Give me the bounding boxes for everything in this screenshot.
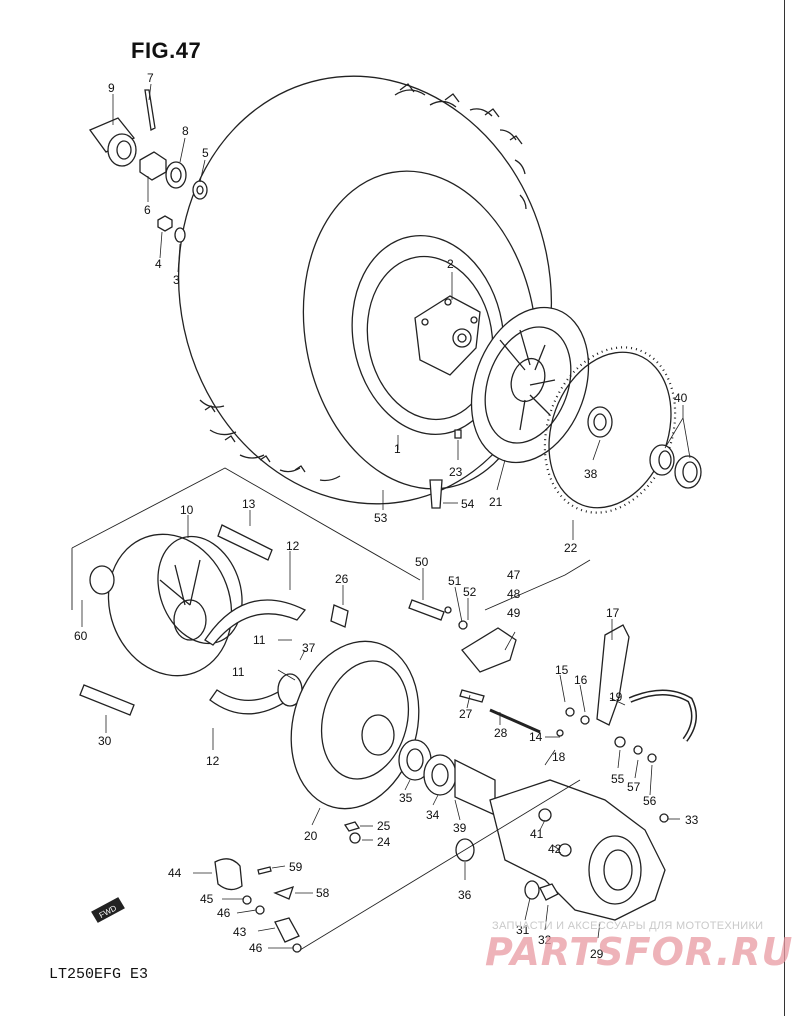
fwd-arrow-badge: FWD <box>91 897 125 923</box>
callout-33: 33 <box>685 813 699 827</box>
callout-9: 9 <box>108 81 115 95</box>
callout-12-upper: 12 <box>286 539 300 553</box>
callout-44: 44 <box>168 866 182 880</box>
callout-15: 15 <box>555 663 569 677</box>
callout-40: 40 <box>674 391 688 405</box>
callout-8: 8 <box>182 124 189 138</box>
wheel-hub-drawing <box>414 295 481 376</box>
callout-17: 17 <box>606 606 620 620</box>
callout-10: 10 <box>180 503 194 517</box>
callout-46-lower: 46 <box>249 941 263 955</box>
knuckle-drawing <box>489 779 666 921</box>
callout-54: 54 <box>461 497 475 511</box>
axle-nut-parts-drawing <box>88 89 208 243</box>
callout-7: 7 <box>147 71 154 85</box>
callout-37: 37 <box>302 641 316 655</box>
lever-and-hose-drawing <box>596 624 697 742</box>
callout-59: 59 <box>289 860 303 874</box>
callout-50: 50 <box>415 555 429 569</box>
callout-49: 49 <box>507 606 521 620</box>
callout-27: 27 <box>459 707 473 721</box>
callout-6: 6 <box>144 203 151 217</box>
bearings-drawing <box>649 444 702 489</box>
wheel-cover-drawing <box>470 306 590 464</box>
callout-58: 58 <box>316 886 330 900</box>
callout-3: 3 <box>173 273 180 287</box>
watermark-brand: PARTSFOR.RU <box>485 930 794 974</box>
callout-30: 30 <box>98 734 112 748</box>
valve-stem-drawing <box>429 429 462 509</box>
callout-42: 42 <box>548 842 562 856</box>
watermark-caption: ЗАПЧАСТИ И АКСЕССУАРЫ ДЛЯ МОТОТЕХНИКИ <box>492 920 764 932</box>
callout-12-lower: 12 <box>206 754 220 768</box>
page-edge-rule <box>784 0 785 1016</box>
callout-19: 19 <box>609 690 623 704</box>
callout-11-upper: 11 <box>253 633 266 647</box>
bracket-drawing <box>461 627 517 673</box>
small-hardware-drawing <box>214 606 669 953</box>
callout-47: 47 <box>507 568 521 582</box>
callout-35: 35 <box>399 791 413 805</box>
callout-36: 36 <box>458 888 472 902</box>
callout-25: 25 <box>377 819 391 833</box>
callout-16: 16 <box>574 673 588 687</box>
bolts-drawing <box>79 524 541 734</box>
model-code: LT250EFG E3 <box>49 966 149 983</box>
callout-52: 52 <box>463 585 477 599</box>
callout-34: 34 <box>426 808 440 822</box>
callout-28: 28 <box>494 726 508 740</box>
callout-24: 24 <box>377 835 391 849</box>
callout-60: 60 <box>74 629 88 643</box>
callout-23: 23 <box>449 465 463 479</box>
callout-38: 38 <box>584 467 598 481</box>
callout-22: 22 <box>564 541 578 555</box>
callout-2: 2 <box>447 257 454 271</box>
callout-4: 4 <box>155 257 162 271</box>
callout-13: 13 <box>242 497 256 511</box>
callout-20: 20 <box>304 829 318 843</box>
callout-41: 41 <box>530 827 544 841</box>
callout-51: 51 <box>448 574 462 588</box>
callout-14: 14 <box>529 730 543 744</box>
figure-title: FIG.47 <box>131 38 202 63</box>
callout-21: 21 <box>489 495 503 509</box>
callout-43: 43 <box>233 925 247 939</box>
assembly-group-lines <box>71 467 591 951</box>
callout-29: 29 <box>590 947 604 961</box>
axle-housing-drawing <box>398 739 496 817</box>
tire-drawing <box>177 75 553 505</box>
callout-55: 55 <box>611 772 625 786</box>
callout-18: 18 <box>552 750 566 764</box>
callout-5: 5 <box>202 146 209 160</box>
callout-39: 39 <box>453 821 467 835</box>
callout-11-lower: 11 <box>232 665 245 679</box>
callout-53: 53 <box>374 511 388 525</box>
leader-lines <box>81 83 691 949</box>
callout-1: 1 <box>394 442 401 456</box>
callout-labels: 9 7 8 5 6 4 3 2 1 40 38 23 21 54 53 22 1… <box>74 71 699 961</box>
callout-32: 32 <box>538 933 552 947</box>
callout-48: 48 <box>507 587 521 601</box>
callout-57: 57 <box>627 780 641 794</box>
callout-26: 26 <box>335 572 349 586</box>
callout-45: 45 <box>200 892 214 906</box>
callout-31: 31 <box>516 923 530 937</box>
callout-56: 56 <box>643 794 657 808</box>
callout-46-upper: 46 <box>217 906 231 920</box>
brake-drum-drawing <box>89 533 243 677</box>
